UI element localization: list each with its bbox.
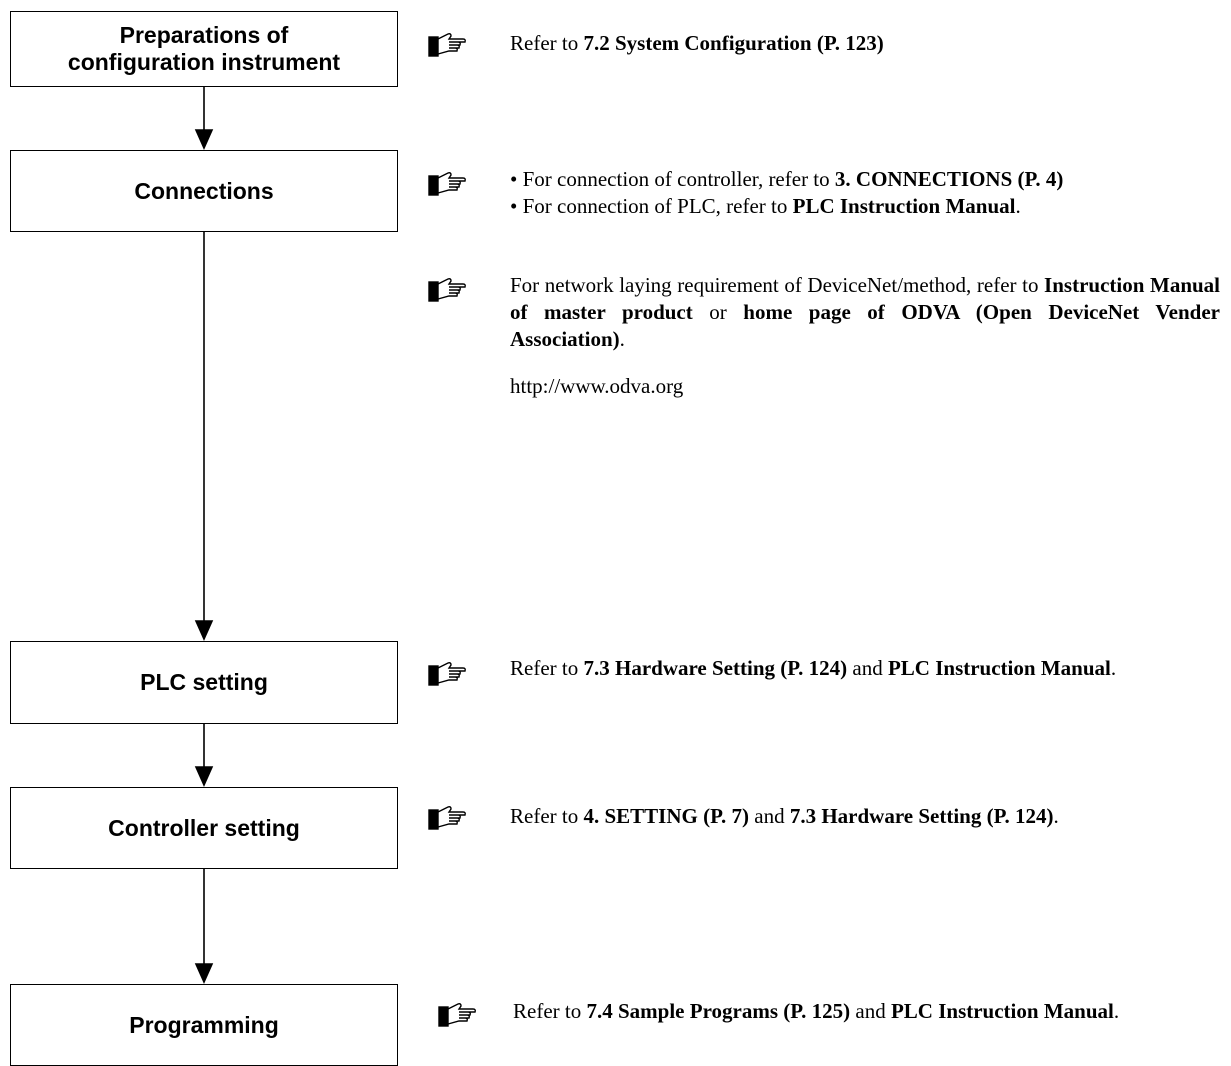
reference-link[interactable]: 7.2 System Configuration (P. 123) <box>583 31 884 55</box>
reference-link[interactable]: 7.3 Hardware Setting (P. 124) <box>583 656 848 680</box>
step-box-plc-setting: PLC setting <box>10 641 398 724</box>
reference-connection-plc: • For connection of PLC, refer to PLC In… <box>510 194 1021 218</box>
reference-link[interactable]: Instruction Manual of master product <box>510 273 1221 324</box>
step-label: Connections <box>134 177 274 204</box>
step-label: PLC setting <box>140 669 268 695</box>
reference-link[interactable]: PLC Instruction Manual <box>792 194 1016 218</box>
pointing-hand-icon <box>428 172 466 196</box>
step-box-controller-setting: Controller setting <box>10 787 398 869</box>
reference-controller-setting: Refer to 4. SETTING (P. 7) and 7.3 Hardw… <box>510 804 1059 828</box>
step-label: Programming <box>129 1011 279 1038</box>
arrowhead <box>194 620 214 641</box>
step-label: Controller setting <box>108 814 300 841</box>
step-box-connections: Connections <box>10 150 398 232</box>
arrowhead <box>194 129 214 150</box>
reference-plc-setting: Refer to 7.3 Hardware Setting (P. 124) a… <box>510 656 1117 680</box>
reference-programming: Refer to 7.4 Sample Programs (P. 125) an… <box>513 999 1120 1023</box>
step-box-preparations: Preparations of configuration instrument <box>10 11 398 87</box>
pointing-hand-icon <box>428 33 466 57</box>
pointing-hand-icon <box>428 662 466 686</box>
reference-link[interactable]: 7.3 Hardware Setting (P. 124) <box>789 804 1054 828</box>
reference-system-configuration: Refer to 7.2 System Configuration (P. 12… <box>510 31 884 55</box>
reference-connection-controller: • For connection of controller, refer to… <box>510 167 1064 191</box>
reference-link[interactable]: 4. SETTING (P. 7) <box>583 804 749 828</box>
pointing-hand-icon <box>428 806 466 830</box>
reference-link[interactable]: home page of ODVA (Open DeviceNet Vender… <box>510 300 1220 351</box>
pointing-hand-icon <box>428 278 466 302</box>
step-label-line2: configuration instrument <box>67 49 341 75</box>
odva-url[interactable]: http://www.odva.org <box>510 374 684 398</box>
reference-network-laying: For network laying requirement of Device… <box>510 273 1221 351</box>
pointing-hand-icon <box>438 1003 476 1027</box>
reference-link[interactable]: 7.4 Sample Programs (P. 125) <box>586 999 851 1023</box>
reference-link[interactable]: PLC Instruction Manual <box>890 999 1114 1023</box>
reference-link[interactable]: PLC Instruction Manual <box>887 656 1111 680</box>
arrowhead <box>194 963 214 984</box>
step-label-line1: Preparations of <box>119 22 289 48</box>
arrowhead <box>194 766 214 787</box>
reference-link[interactable]: 3. CONNECTIONS (P. 4) <box>834 167 1064 191</box>
